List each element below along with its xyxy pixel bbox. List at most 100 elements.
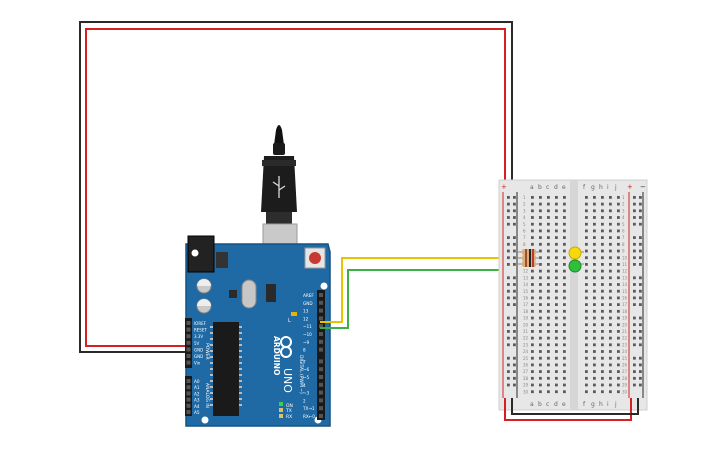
rail-hole[interactable] [513,356,516,360]
rail-hole[interactable] [633,303,636,306]
breadboard-hole[interactable] [617,202,620,206]
rail-hole[interactable] [639,330,642,333]
breadboard-hole[interactable] [593,323,596,327]
rail-hole[interactable] [507,336,510,340]
rail-hole[interactable] [633,209,636,213]
rail-hole[interactable] [633,376,636,380]
breadboard-hole[interactable] [601,242,604,246]
breadboard-hole[interactable] [539,209,542,213]
rail-hole[interactable] [633,283,636,286]
breadboard-hole[interactable] [585,229,588,233]
breadboard-hole[interactable] [593,316,596,320]
breadboard-hole[interactable] [601,249,604,253]
arduino-board[interactable]: L ON TX RX ARDUINO UNO DIGITAL (PWM ~) P… [185,235,331,427]
breadboard-hole[interactable] [585,323,588,327]
rail-hole[interactable] [639,289,642,293]
breadboard-hole[interactable] [585,242,588,246]
rail-hole[interactable] [639,363,642,367]
breadboard-hole[interactable] [593,330,596,333]
breadboard-hole[interactable] [617,309,620,313]
breadboard-hole[interactable] [531,236,534,239]
breadboard-hole[interactable] [531,209,534,213]
breadboard-hole[interactable] [585,316,588,320]
breadboard-hole[interactable] [609,363,612,367]
rail-hole[interactable] [507,242,510,246]
breadboard-hole[interactable] [609,276,612,280]
breadboard-hole[interactable] [585,296,588,300]
breadboard-hole[interactable] [601,229,604,233]
breadboard-hole[interactable] [585,256,588,260]
breadboard-hole[interactable] [609,202,612,206]
breadboard-hole[interactable] [547,249,550,253]
rail-hole[interactable] [507,330,510,333]
rail-hole[interactable] [639,242,642,246]
breadboard-hole[interactable] [539,296,542,300]
power-pin-socket[interactable] [186,340,191,345]
breadboard-hole[interactable] [593,209,596,213]
breadboard-hole[interactable] [539,323,542,327]
breadboard-hole[interactable] [555,256,558,260]
black-gnd-wire[interactable] [79,21,513,353]
rail-hole[interactable] [639,336,642,340]
breadboard-hole[interactable] [563,289,566,293]
red-rail-jumper[interactable] [504,398,632,421]
rail-hole[interactable] [513,236,516,239]
rail-hole[interactable] [507,249,510,253]
breadboard-hole[interactable] [531,216,534,219]
breadboard-hole[interactable] [539,263,542,266]
breadboard-hole[interactable] [531,242,534,246]
breadboard-hole[interactable] [531,356,534,360]
breadboard-hole[interactable] [547,229,550,233]
breadboard-hole[interactable] [601,336,604,340]
breadboard-hole[interactable] [563,276,566,280]
breadboard-hole[interactable] [563,370,566,373]
breadboard-hole[interactable] [609,209,612,213]
breadboard-hole[interactable] [555,242,558,246]
rail-hole[interactable] [639,376,642,380]
breadboard-hole[interactable] [555,249,558,253]
breadboard-hole[interactable] [555,196,558,199]
breadboard-hole[interactable] [555,283,558,286]
breadboard-hole[interactable] [609,350,612,353]
breadboard-hole[interactable] [547,323,550,327]
rail-hole[interactable] [513,276,516,280]
breadboard-hole[interactable] [531,376,534,380]
breadboard-hole[interactable] [617,242,620,246]
breadboard-hole[interactable] [539,390,542,394]
digital-pin-socket[interactable] [319,414,323,418]
breadboard-hole[interactable] [555,343,558,347]
breadboard-hole[interactable] [547,370,550,373]
breadboard-hole[interactable] [555,356,558,360]
breadboard-hole[interactable] [539,363,542,367]
breadboard-hole[interactable] [601,276,604,280]
breadboard-hole[interactable] [539,242,542,246]
breadboard-hole[interactable] [617,216,620,219]
rail-hole[interactable] [513,202,516,206]
rail-hole[interactable] [633,343,636,347]
breadboard-hole[interactable] [593,289,596,293]
breadboard-hole[interactable] [609,263,612,266]
analog-pin-socket[interactable] [186,379,191,383]
breadboard-hole[interactable] [539,336,542,340]
breadboard-hole[interactable] [539,202,542,206]
rail-hole[interactable] [507,363,510,367]
breadboard-hole[interactable] [601,390,604,394]
breadboard-hole[interactable] [593,222,596,226]
breadboard-hole[interactable] [601,269,604,273]
rail-hole[interactable] [639,383,642,387]
breadboard-hole[interactable] [555,269,558,273]
breadboard-hole[interactable] [555,222,558,226]
breadboard-hole[interactable] [609,289,612,293]
rail-hole[interactable] [513,363,516,367]
rail-hole[interactable] [633,263,636,266]
breadboard-hole[interactable] [609,356,612,360]
breadboard-hole[interactable] [601,236,604,239]
green-pin12-wire[interactable] [320,269,530,329]
breadboard-hole[interactable] [531,343,534,347]
rail-hole[interactable] [507,323,510,327]
rail-hole[interactable] [507,383,510,387]
resistor-2[interactable] [518,255,540,261]
breadboard-hole[interactable] [585,236,588,239]
breadboard-hole[interactable] [593,343,596,347]
breadboard-hole[interactable] [601,209,604,213]
